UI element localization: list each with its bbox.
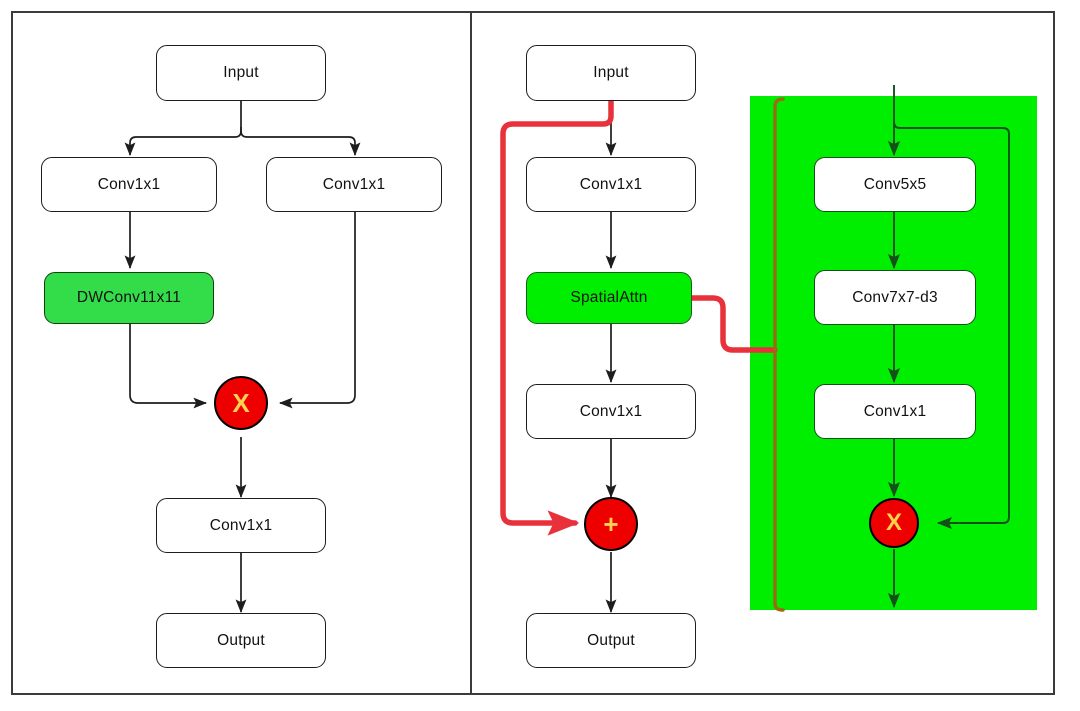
node-label: Conv1x1 xyxy=(863,402,927,420)
node-l-dwconv11x11[interactable]: DWConv11x11 xyxy=(44,272,214,324)
node-g-conv7x7-d3[interactable]: Conv7x7-d3 xyxy=(814,270,976,325)
node-label: SpatialAttn xyxy=(570,289,648,306)
op-glyph: X xyxy=(885,509,902,536)
node-l-input[interactable]: Input xyxy=(156,45,326,101)
node-l-conv1x1-out[interactable]: Conv1x1 xyxy=(156,498,326,553)
node-r-input[interactable]: Input xyxy=(526,45,696,101)
op-multiply-green[interactable]: X xyxy=(869,498,919,548)
op-add-right[interactable]: + xyxy=(584,497,638,551)
op-glyph: X xyxy=(232,388,250,418)
node-label: Input xyxy=(593,64,629,81)
node-r-spatialattn[interactable]: SpatialAttn xyxy=(526,272,692,324)
node-l-output[interactable]: Output xyxy=(156,613,326,668)
node-l-conv1x1-right[interactable]: Conv1x1 xyxy=(266,157,442,212)
node-r-conv1x1-top[interactable]: Conv1x1 xyxy=(526,157,696,212)
left-panel-frame xyxy=(11,11,470,695)
node-g-conv5x5[interactable]: Conv5x5 xyxy=(814,157,976,212)
node-label: Input xyxy=(223,64,259,81)
node-l-conv1x1-left[interactable]: Conv1x1 xyxy=(41,157,217,212)
node-label: Conv7x7-d3 xyxy=(852,288,938,306)
node-label: Output xyxy=(587,631,635,649)
node-label: Conv1x1 xyxy=(579,175,643,193)
right-panel-frame xyxy=(470,11,1055,695)
node-label: DWConv11x11 xyxy=(76,289,182,306)
op-multiply-left[interactable]: X xyxy=(214,376,268,430)
node-r-output[interactable]: Output xyxy=(526,613,696,668)
node-label: Conv1x1 xyxy=(209,516,273,534)
node-label: Output xyxy=(217,631,265,649)
node-label: Conv1x1 xyxy=(322,175,386,193)
node-r-conv1x1-mid[interactable]: Conv1x1 xyxy=(526,384,696,439)
node-g-conv1x1[interactable]: Conv1x1 xyxy=(814,384,976,439)
node-label: Conv1x1 xyxy=(97,175,161,193)
node-label: Conv1x1 xyxy=(579,402,643,420)
node-label: Conv5x5 xyxy=(863,175,927,193)
op-glyph: + xyxy=(603,509,619,539)
